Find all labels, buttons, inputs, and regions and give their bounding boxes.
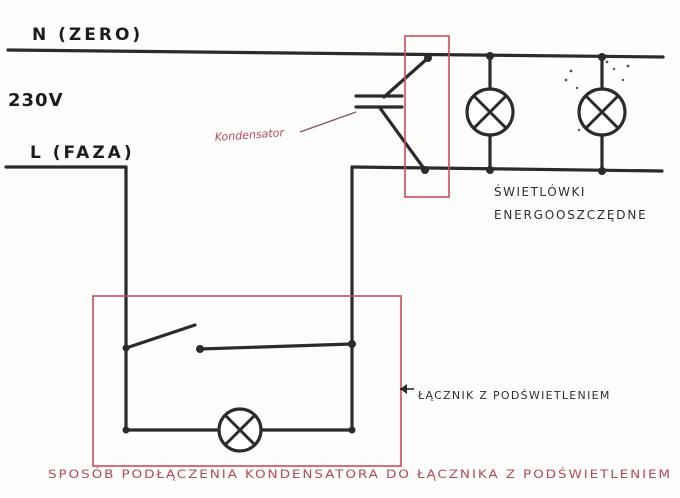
lamp-glow-icon <box>564 60 630 132</box>
switch-pivot-dot <box>122 344 130 352</box>
voltage-label: 230V <box>8 90 64 111</box>
capacitor-icon <box>354 54 432 174</box>
lamps-label-line1: ŚWIETLÓWKI <box>494 184 586 199</box>
switch-label: ŁĄCZNIK Z PODŚWIETLENIEM <box>417 389 611 402</box>
indicator-left-dot <box>122 426 130 434</box>
neutral-label: N (ZERO) <box>32 25 143 45</box>
capacitor-label: Kondensator <box>214 126 285 144</box>
switched-wire <box>350 165 664 173</box>
indicator-lamp-icon <box>217 407 263 453</box>
energy-saving-lamp-2-icon <box>577 53 627 175</box>
switch-lever <box>124 323 197 350</box>
energy-saving-lamp-1-icon <box>465 52 515 174</box>
switch-junction-dot <box>348 340 356 348</box>
switch-pointer-arrow-icon <box>400 384 414 394</box>
capacitor-outline <box>404 35 450 198</box>
indicator-right-dot <box>348 426 356 434</box>
diagram-caption: SPOSÓB PODŁĄCZENIA KONDENSATORA DO ŁĄCZN… <box>48 466 672 481</box>
neutral-wire <box>6 48 665 59</box>
phase-label: L (FAZA) <box>30 143 135 163</box>
switch-outline <box>92 295 402 467</box>
switch-contact-wire <box>198 342 354 351</box>
lamps-label-line2: ENERGOOSZCZĘDNE <box>494 208 648 222</box>
capacitor-pointer <box>299 111 357 133</box>
switch-contact-dot <box>196 345 204 353</box>
